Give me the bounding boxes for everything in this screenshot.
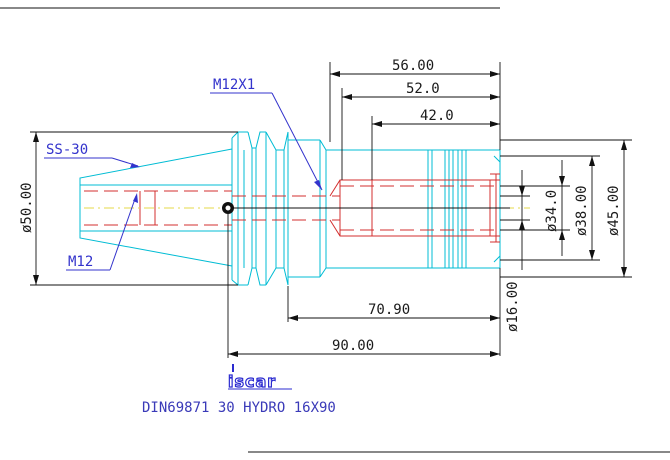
dim-90-text: 90.00	[332, 338, 374, 354]
dim-42-text: 42.0	[420, 108, 454, 124]
dim-42: 42.0	[371, 108, 500, 180]
dim-dia-45: ø45.00	[500, 139, 632, 278]
dim-dia-16-text: ø16.00	[505, 281, 521, 332]
dim-56-text: 56.00	[392, 58, 434, 74]
dim-dia-38-text: ø38.00	[574, 185, 590, 236]
dim-70-90-text: 70.90	[368, 302, 410, 318]
callout-ss30-text: SS-30	[46, 142, 88, 158]
dim-dia-34-text: ø34.0	[544, 190, 560, 232]
dim-dia-45-text: ø45.00	[606, 185, 622, 236]
dim-dia-38: ø38.00	[500, 155, 600, 261]
drawing-title: DIN69871 30 HYDRO 16X90	[142, 400, 336, 416]
dim-dia-34: ø34.0	[500, 160, 570, 256]
dim-90: 90.00	[227, 214, 500, 358]
dim-dia-50-text: ø50.00	[19, 182, 35, 233]
callout-m12x1: M12X1	[210, 77, 323, 191]
dim-56: 56.00	[329, 58, 501, 150]
callout-ss30: SS-30	[44, 142, 140, 168]
iscar-logo: iscar	[227, 364, 292, 392]
callout-m12-text: M12	[68, 254, 93, 270]
dim-52-text: 52.0	[406, 81, 440, 97]
dim-52: 52.0	[341, 81, 500, 180]
dim-70-90: 70.90	[287, 268, 501, 356]
svg-text:iscar: iscar	[228, 372, 276, 391]
dim-dia-16: ø16.00	[500, 170, 530, 332]
callout-m12x1-text: M12X1	[213, 77, 255, 93]
callout-m12: M12	[66, 193, 138, 271]
dim-dia-50: ø50.00	[19, 131, 238, 286]
